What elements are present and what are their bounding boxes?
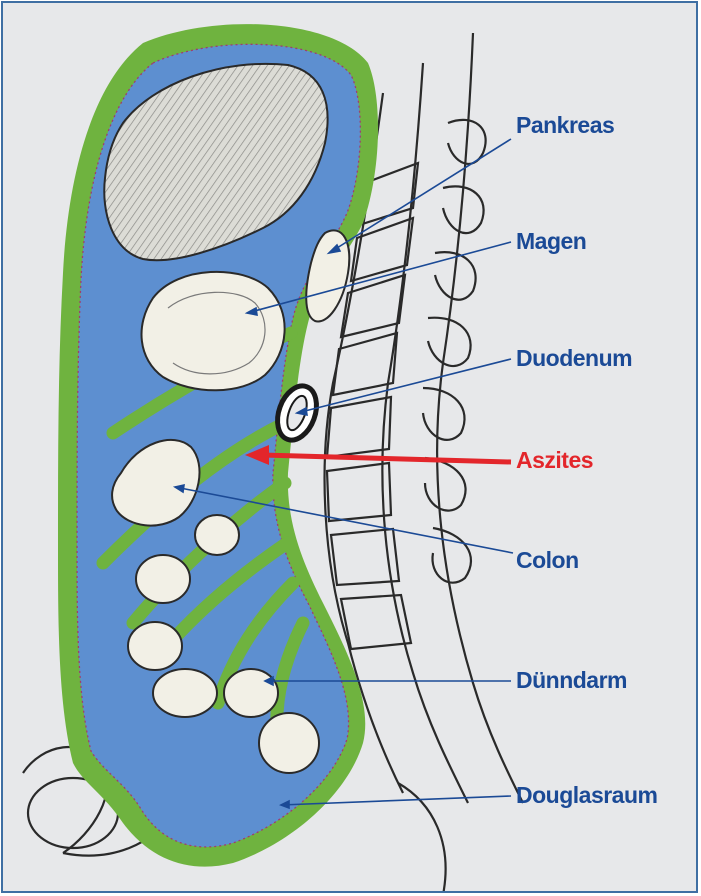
label-colon: Colon [516,549,579,572]
duodenum-pointer [297,359,511,413]
small-intestine-loop-6 [259,713,319,773]
small-intestine-loop-5 [224,669,278,717]
stomach [142,272,285,390]
label-duenndarm: Dünndarm [516,669,627,692]
small-intestine-loop-4 [153,669,217,717]
small-intestine-loop-3 [128,622,182,670]
spinous-processes [423,120,486,583]
label-pankreas: Pankreas [516,114,614,137]
label-magen: Magen [516,230,586,253]
label-duodenum: Duodenum [516,347,632,370]
abdominal-cavity [58,24,378,867]
label-aszites: Aszites [516,449,593,472]
small-intestine-loop-1 [195,515,239,555]
small-intestine-loop-2 [136,555,190,603]
label-douglasraum: Douglasraum [516,784,657,807]
